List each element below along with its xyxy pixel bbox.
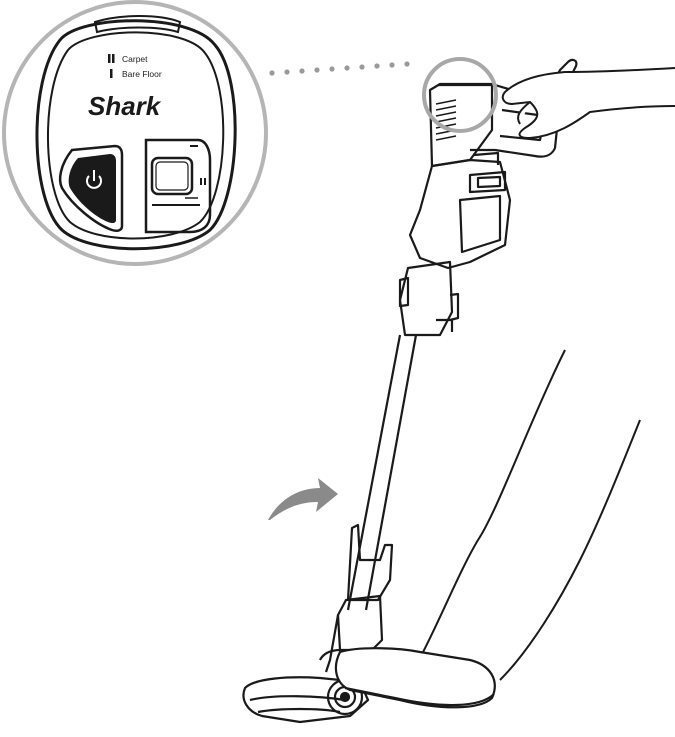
mode-indicator-bare-floor bbox=[110, 69, 113, 78]
battery-indicator bbox=[144, 138, 212, 234]
hand bbox=[501, 67, 675, 140]
brand-logo: Shark bbox=[88, 91, 162, 121]
control-panel-inset: Carpet Bare Floor Shark bbox=[2, 0, 268, 266]
highlight-ring bbox=[422, 57, 498, 133]
leg bbox=[419, 349, 641, 681]
power-icon bbox=[86, 170, 102, 189]
power-button bbox=[58, 144, 124, 233]
leader-dots bbox=[269, 61, 410, 76]
vacuum-body bbox=[242, 58, 578, 724]
tilt-arrow bbox=[268, 478, 338, 520]
mode-label-bare-floor: Bare Floor bbox=[122, 69, 162, 79]
shoe bbox=[334, 647, 496, 709]
mode-indicator-carpet bbox=[108, 54, 115, 63]
mode-label-carpet: Carpet bbox=[122, 54, 148, 64]
